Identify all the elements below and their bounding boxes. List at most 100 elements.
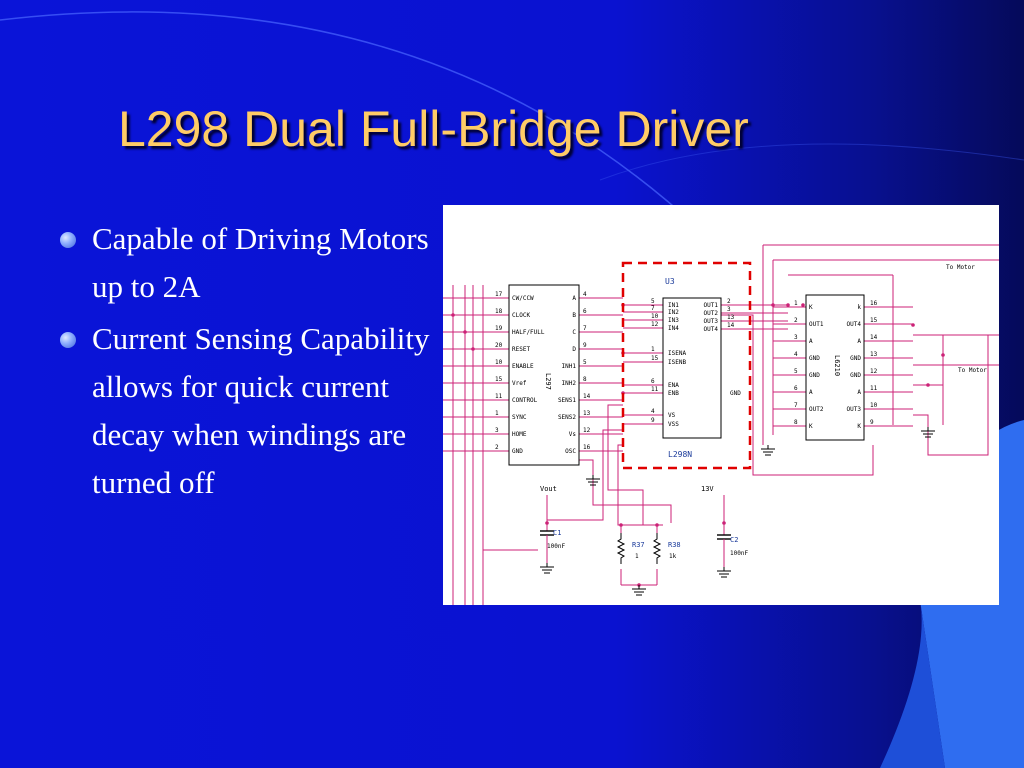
pin-label: D xyxy=(572,346,576,353)
c2-value: 100nF xyxy=(730,550,748,557)
pin-label: k xyxy=(857,304,861,311)
junction-dot xyxy=(451,313,455,317)
pin-number: 3 xyxy=(727,306,731,313)
pin-label: ISENA xyxy=(668,350,686,357)
resistor-r38 xyxy=(652,533,662,564)
pin-number: 13 xyxy=(727,314,735,321)
pin-number: 5 xyxy=(583,359,587,366)
pin-number: 14 xyxy=(583,393,591,400)
pin-number: 2 xyxy=(727,298,731,305)
bullet-text: Capable of Driving Motors up to 2A xyxy=(92,221,429,304)
pin-label: INH2 xyxy=(562,380,577,387)
pin-label: OUT1 xyxy=(809,321,824,328)
pin-number: 2 xyxy=(794,317,798,324)
ground-icon xyxy=(586,475,600,486)
pin-number: 1 xyxy=(651,346,655,353)
pin-number: 16 xyxy=(870,300,878,307)
pin-label: VS xyxy=(668,412,676,419)
pin-number: 13 xyxy=(870,351,878,358)
pin-label: IN4 xyxy=(668,325,679,332)
junction-dot xyxy=(801,303,805,307)
pin-label: IN2 xyxy=(668,309,679,316)
c2-name: C2 xyxy=(730,536,738,544)
pin-label: SYNC xyxy=(512,414,527,421)
pin-label: GND xyxy=(850,355,861,362)
pin-number: 9 xyxy=(870,419,874,426)
r37-name: R37 xyxy=(632,541,645,549)
pin-label: Vs xyxy=(569,431,577,438)
pin-number: 3 xyxy=(495,427,499,434)
l298-chip xyxy=(662,297,722,439)
pin-number: 6 xyxy=(794,385,798,392)
pin-label: GND xyxy=(809,372,820,379)
pin-number: 14 xyxy=(727,322,735,329)
pin-label: ENB xyxy=(668,390,679,397)
pin-label: OUT4 xyxy=(704,326,719,333)
wire xyxy=(482,480,538,551)
pin-number: 19 xyxy=(495,325,503,332)
pin-number: 13 xyxy=(583,410,591,417)
junction-dot xyxy=(655,523,659,527)
pin-number: 7 xyxy=(583,325,587,332)
l297-chip-name: L297 xyxy=(544,373,552,390)
pin-label: HOME xyxy=(512,431,527,438)
pin-number: 10 xyxy=(870,402,878,409)
junction-dot xyxy=(471,347,475,351)
pin-number: 12 xyxy=(651,321,659,328)
pin-label: HALF/FULL xyxy=(512,329,545,336)
c1-value: 100nF xyxy=(547,543,565,550)
pin-label: B xyxy=(572,312,576,319)
pin-label: OUT3 xyxy=(847,406,862,413)
l298-gnd-label: GND xyxy=(730,390,741,397)
pin-number: 10 xyxy=(495,359,503,366)
pin-number: 9 xyxy=(651,417,655,424)
pin-number: 8 xyxy=(794,419,798,426)
pin-label: Vref xyxy=(512,380,527,387)
bullet-dot-icon xyxy=(60,232,76,248)
pin-number: 6 xyxy=(583,308,587,315)
pin-label: ISENB xyxy=(668,359,686,366)
pin-number: 5 xyxy=(651,298,655,305)
pin-number: 15 xyxy=(651,355,659,362)
ground-icon xyxy=(717,567,731,578)
pin-label: ENA xyxy=(668,382,679,389)
pin-number: 10 xyxy=(651,313,659,320)
junction-dot xyxy=(786,303,790,307)
pin-label: OUT1 xyxy=(704,302,719,309)
pin-label: A xyxy=(572,295,576,302)
pin-number: 12 xyxy=(583,427,591,434)
pin-number: 11 xyxy=(651,386,659,393)
pin-label: SENS2 xyxy=(558,414,576,421)
pin-label: A xyxy=(857,338,861,345)
pin-label: VSS xyxy=(668,421,679,428)
pin-label: A xyxy=(809,338,813,345)
to-motor-top-label: To Motor xyxy=(946,264,975,271)
ground-icon xyxy=(632,585,646,596)
pin-label: OUT2 xyxy=(704,310,719,317)
pin-number: 9 xyxy=(583,342,587,349)
pin-number: 18 xyxy=(495,308,503,315)
pin-label: IN3 xyxy=(668,317,679,324)
junction-dot xyxy=(619,523,623,527)
bullet-item: Capable of Driving Motors up to 2A xyxy=(58,215,438,311)
pin-number: 15 xyxy=(870,317,878,324)
junction-dot xyxy=(926,383,930,387)
pin-number: 6 xyxy=(651,378,655,385)
bullet-item: Current Sensing Capability allows for qu… xyxy=(58,315,438,507)
to-motor-right-label: To Motor xyxy=(958,367,987,374)
u3-label: U3 xyxy=(665,277,675,286)
pin-number: 5 xyxy=(794,368,798,375)
pin-number: 7 xyxy=(651,305,655,312)
pin-label: RESET xyxy=(512,346,530,353)
junction-dot xyxy=(463,330,467,334)
pin-label: ENABLE xyxy=(512,363,534,370)
v13-label: 13V xyxy=(701,485,714,493)
vout-label: Vout xyxy=(540,485,557,493)
ground-icon xyxy=(540,563,554,574)
pin-label: K xyxy=(809,304,813,311)
bullet-list: Capable of Driving Motors up to 2A Curre… xyxy=(58,215,438,511)
r38-name: R38 xyxy=(668,541,681,549)
circuit-schematic: L297 17CW/CCW18CLOCK19HALF/FULL20RESET10… xyxy=(443,244,999,605)
